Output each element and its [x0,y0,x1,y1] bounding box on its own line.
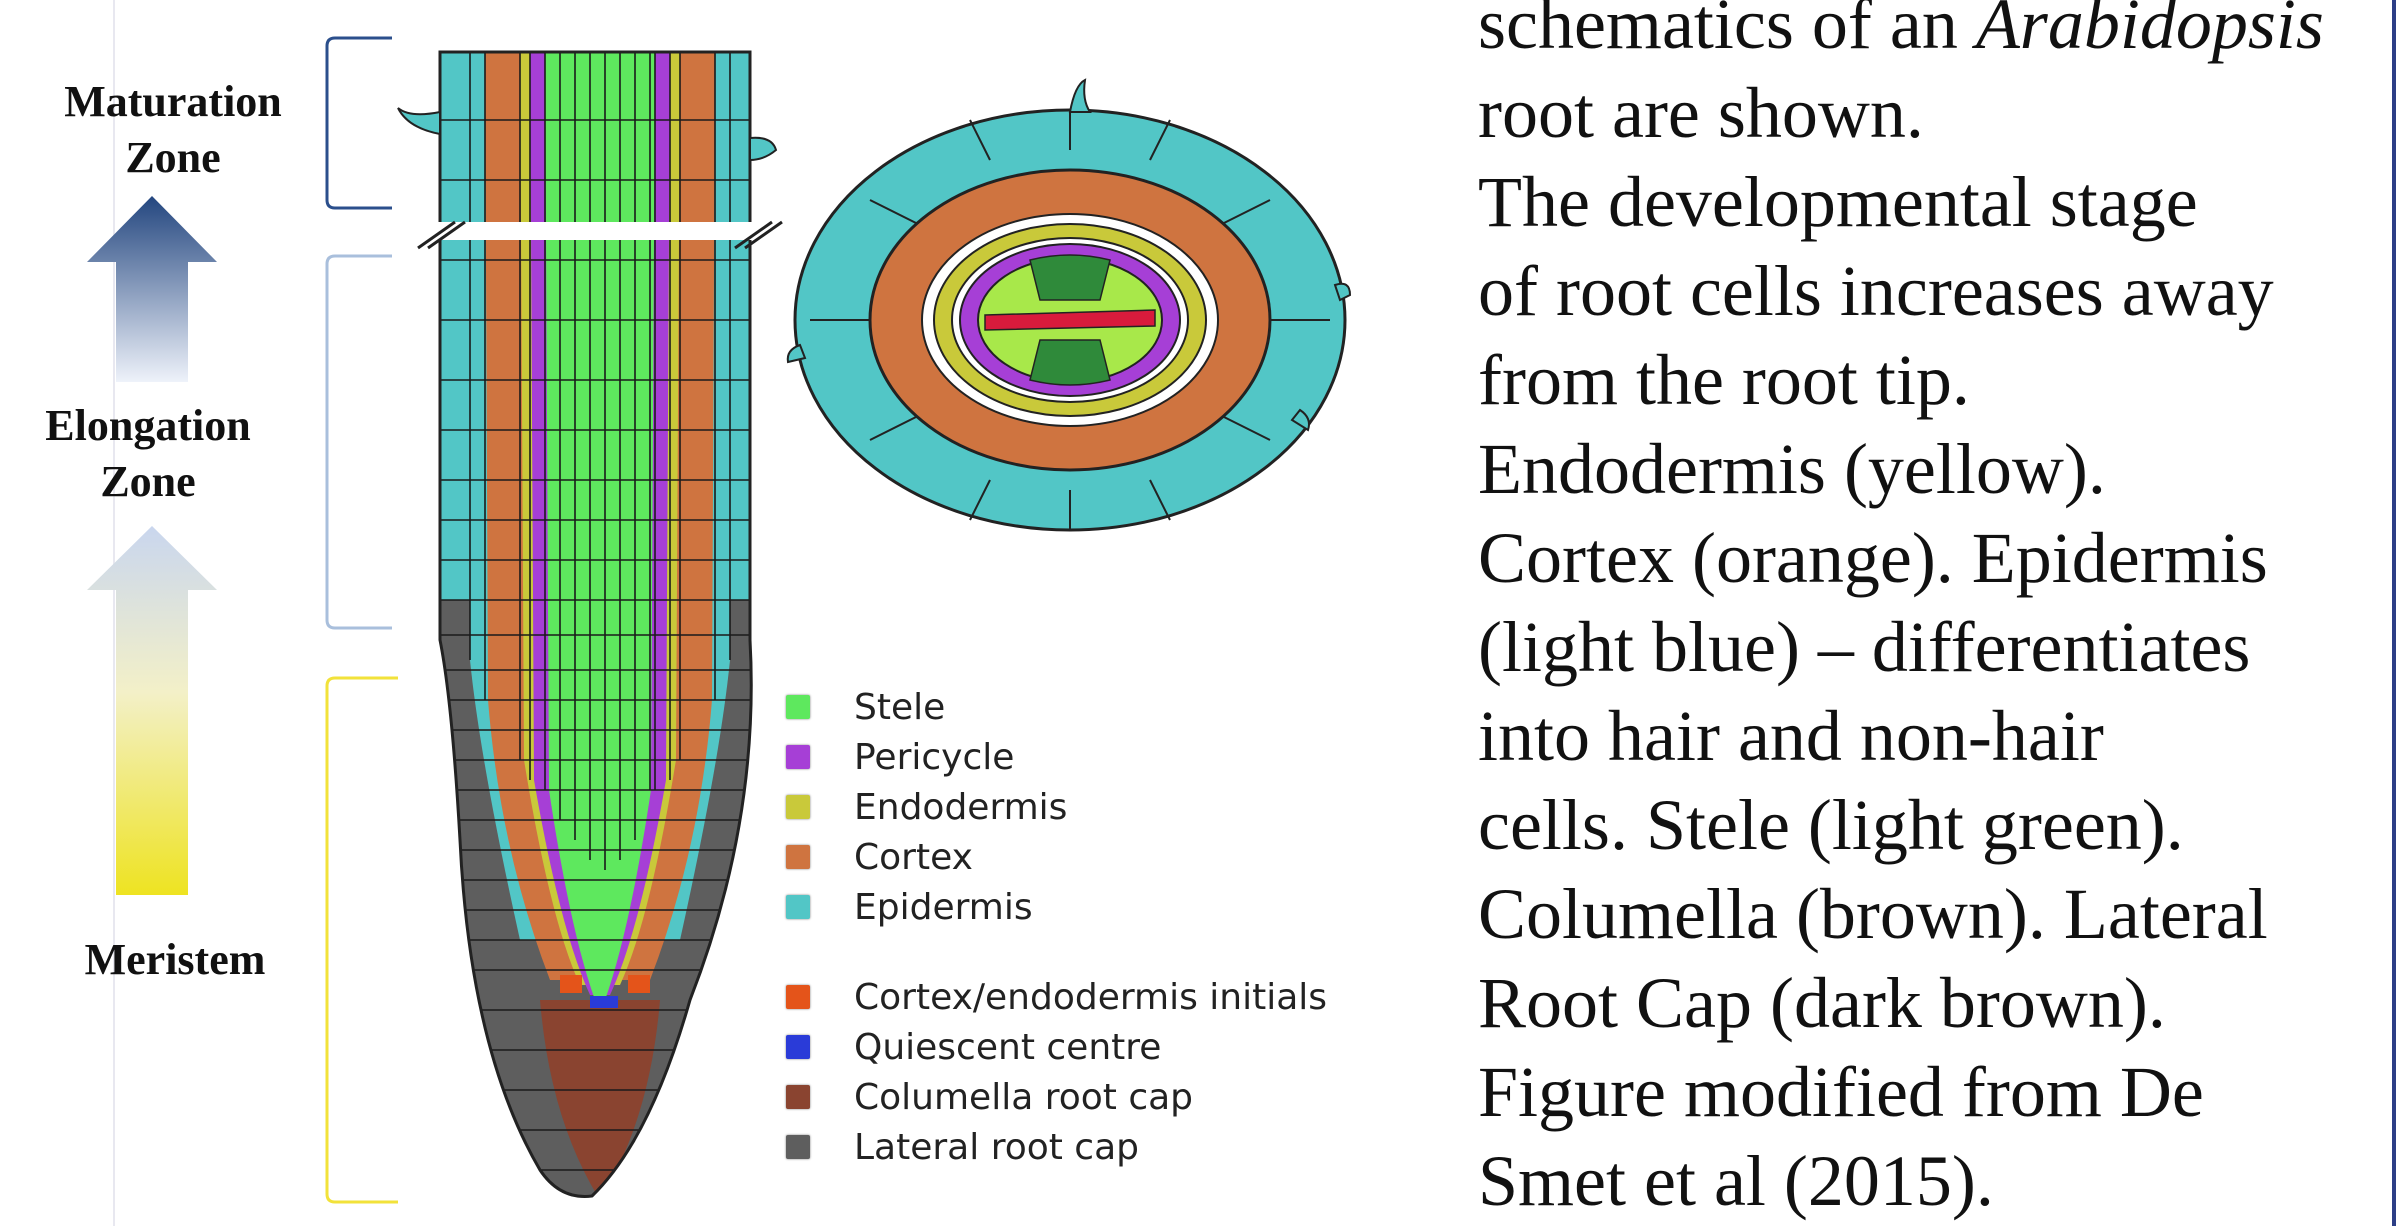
caption-line: (light blue) – differentiates [1478,603,2398,692]
swatch-cortex [786,845,810,869]
maturation-zone-label: Maturation Zone [23,74,323,186]
swatch-stele [786,695,810,719]
maturation-label-line2: Zone [23,130,323,186]
swatch-columella-root-cap [786,1085,810,1109]
elongation-label-line2: Zone [0,454,298,510]
swatch-pericycle [786,745,810,769]
swatch-endodermis [786,795,810,819]
growth-arrows [87,196,217,895]
meristem-bracket [327,678,398,1202]
caption-line: The developmental stage [1478,158,2398,247]
maturation-label-line1: Maturation [23,74,323,130]
slide-border-line [2392,0,2396,1226]
swatch-cortex-endodermis-initials [786,985,810,1009]
caption-line: Smet et al (2015). [1478,1137,2398,1226]
caption-line: from the root tip. [1478,336,2398,425]
figure-caption: schematics of an Arabidopsis root are sh… [1478,0,2398,1226]
caption-line-1: schematics of an Arabidopsis [1478,0,2398,69]
root-cross-section [788,80,1350,530]
swatch-quiescent-centre [786,1035,810,1059]
elongation-label-line1: Elongation [0,398,298,454]
caption-line: root are shown. [1478,69,2398,158]
swatch-lateral-root-cap [786,1135,810,1159]
caption-line: Root Cap (dark brown). [1478,959,2398,1048]
root-longitudinal-section [430,40,770,1210]
maturation-bracket [327,38,392,208]
caption-line: Figure modified from De [1478,1048,2398,1137]
elongation-zone-label: Elongation Zone [0,398,298,510]
meristem-zone-label: Meristem [25,932,325,988]
caption-line: Cortex (orange). Epidermis [1478,514,2398,603]
species-name: Arabidopsis [1976,0,2324,64]
caption-line: into hair and non-hair [1478,692,2398,781]
caption-line: cells. Stele (light green). [1478,781,2398,870]
arrow-upper [87,196,217,382]
caption-line: Columella (brown). Lateral [1478,870,2398,959]
caption-line: Endodermis (yellow). [1478,425,2398,514]
caption-line: of root cells increases away [1478,247,2398,336]
elongation-bracket [327,256,392,628]
swatch-epidermis [786,895,810,919]
arrow-lower [87,526,217,895]
